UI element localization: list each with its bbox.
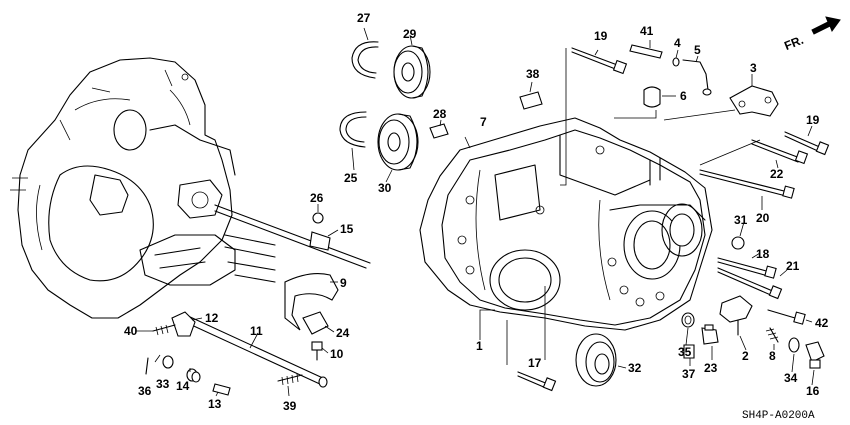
bracket-3 [729, 85, 779, 117]
clutch-housing [10, 57, 236, 319]
bolt-20 [699, 169, 795, 199]
cap-6 [643, 86, 661, 108]
gasket-7 [419, 117, 713, 331]
callout-3: 3 [750, 61, 757, 75]
callout-37: 37 [682, 367, 696, 381]
callout-8: 8 [769, 349, 776, 363]
nut-31 [731, 236, 745, 250]
diagram-code: SH4P-A0200A [742, 410, 815, 422]
transmission-housing-1 [441, 129, 706, 326]
callout-5: 5 [694, 43, 701, 57]
shift-piece-24 [302, 311, 329, 335]
callout-7: 7 [480, 115, 487, 129]
callout-4: 4 [674, 36, 681, 50]
leader-lines [135, 27, 815, 397]
breather-5 [682, 59, 712, 96]
callout-28: 28 [433, 107, 447, 121]
callout-19-top: 19 [594, 29, 608, 43]
callout-13: 13 [208, 397, 222, 411]
callout-21: 21 [786, 259, 800, 273]
shift-rails [214, 204, 371, 283]
dowel-28 [429, 123, 449, 139]
dowel-38 [519, 91, 543, 110]
snap-ring-25 [339, 111, 367, 148]
callout-17: 17 [528, 356, 542, 370]
spring-39 [277, 373, 303, 386]
shift-rod-15 [309, 231, 331, 251]
snap-ring-27 [351, 41, 379, 79]
nut-26 [312, 212, 324, 224]
callout-38: 38 [526, 67, 540, 81]
callout-19-right: 19 [806, 113, 820, 127]
callout-6: 6 [680, 89, 687, 103]
pin-41 [629, 44, 663, 59]
bolt-19-right [784, 131, 830, 156]
callout-18: 18 [756, 247, 770, 261]
callout-1: 1 [476, 339, 483, 353]
callout-41: 41 [640, 24, 654, 38]
callout-10: 10 [330, 347, 344, 361]
callout-42: 42 [815, 316, 829, 330]
pin-13 [212, 383, 231, 396]
callout-27: 27 [357, 11, 371, 25]
callout-14: 14 [176, 379, 190, 393]
callout-39: 39 [283, 399, 297, 413]
callout-16: 16 [806, 384, 820, 398]
pin-40 [152, 324, 176, 336]
bolt-17 [517, 371, 557, 392]
callout-20: 20 [756, 211, 770, 225]
washer-34 [788, 337, 800, 353]
forward-direction-arrow [811, 16, 841, 35]
pin-37 [683, 344, 695, 359]
washer-4 [672, 57, 680, 67]
bolt-42 [767, 309, 806, 325]
seal-35 [681, 312, 695, 328]
direction-label: FR. [782, 33, 805, 53]
bolt-18 [717, 257, 777, 279]
callout-26: 26 [310, 191, 324, 205]
callout-29: 29 [403, 27, 417, 41]
callout-23: 23 [704, 361, 718, 375]
callout-34: 34 [784, 371, 798, 385]
washer-33 [162, 355, 174, 369]
oil-seal-32 [575, 333, 617, 387]
spring-8 [765, 327, 779, 343]
callout-35: 35 [678, 345, 692, 359]
shift-shaft-11 [184, 315, 328, 388]
shift-fork-9 [284, 273, 339, 331]
bolt-19-top [571, 47, 628, 75]
bolt-10 [311, 341, 323, 361]
plug-16 [805, 341, 825, 369]
callout-33: 33 [156, 377, 170, 391]
callout-15: 15 [340, 222, 354, 236]
callout-32: 32 [628, 361, 642, 375]
washer-14 [186, 368, 201, 383]
bolt-22 [751, 139, 809, 165]
pin-23 [701, 324, 719, 345]
bearing-30 [377, 113, 419, 171]
callout-40: 40 [124, 324, 138, 338]
callout-11: 11 [250, 324, 263, 338]
callout-31: 31 [734, 213, 748, 227]
shift-arm-12 [171, 311, 196, 337]
callout-22: 22 [770, 167, 784, 181]
callout-9: 9 [340, 276, 347, 290]
callout-36: 36 [138, 384, 152, 398]
callout-30: 30 [378, 181, 392, 195]
callout-25: 25 [344, 171, 358, 185]
callout-24: 24 [336, 326, 350, 340]
callout-12: 12 [205, 311, 219, 325]
bolt-21 [717, 267, 783, 300]
bearing-29 [393, 45, 431, 99]
callout-2: 2 [742, 349, 749, 363]
sensor-2 [719, 295, 753, 336]
pin-36 [145, 357, 149, 375]
